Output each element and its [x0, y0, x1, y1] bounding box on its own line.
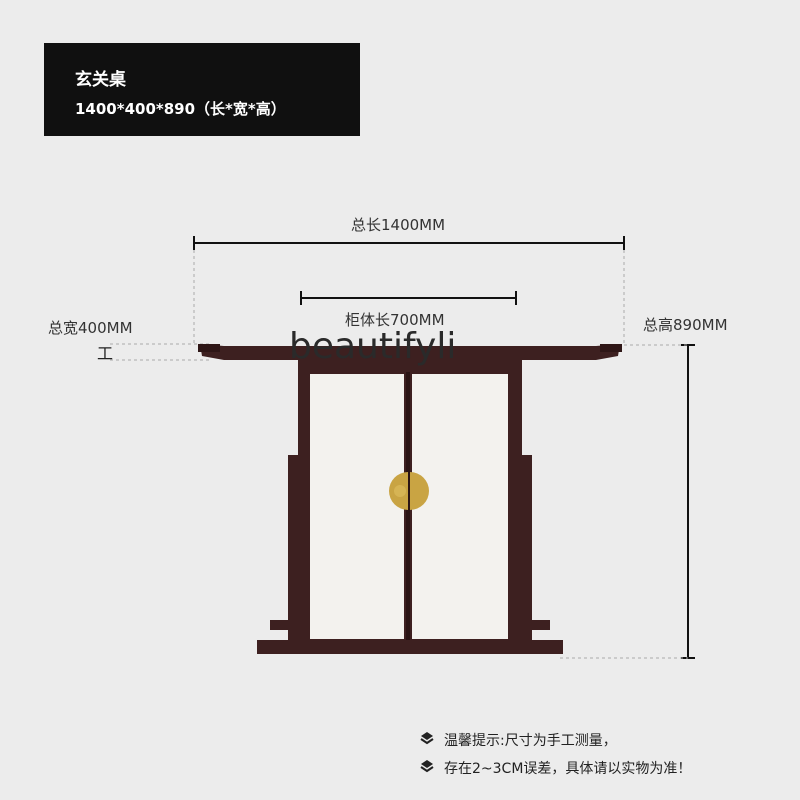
note-row-2: 存在2~3CM误差，具体请以实物为准！ — [420, 758, 691, 778]
note-row-1: 温馨提示:尺寸为手工测量， — [420, 730, 617, 750]
product-dimensions: 1400*400*890（长*宽*高） — [75, 100, 286, 118]
door-handle — [389, 472, 429, 510]
total-height-line — [560, 344, 695, 659]
right-door — [412, 374, 508, 639]
base-plinth — [257, 640, 563, 654]
total-width-guides — [110, 343, 210, 361]
total-height-label: 总高890MM — [643, 316, 728, 334]
note-text-2: 存在2~3CM误差，具体请以实物为准！ — [444, 761, 692, 777]
total-length-label: 总长1400MM — [351, 216, 446, 234]
product-title-box: 玄关桌 1400*400*890（长*宽*高） — [44, 43, 360, 136]
left-door — [310, 374, 404, 639]
cabinet-length-label: 柜体长700MM — [345, 311, 445, 329]
layers-icon — [420, 731, 434, 749]
width-glyph: 工 — [97, 344, 114, 363]
product-name: 玄关桌 — [75, 70, 126, 90]
note-text-1: 温馨提示:尺寸为手工测量， — [444, 733, 617, 749]
total-length-line — [193, 236, 625, 345]
cabinet-length-line — [300, 291, 517, 305]
watermark-text: beautifyli — [289, 326, 457, 367]
layers-icon — [420, 759, 434, 777]
total-width-label: 总宽400MM — [48, 319, 133, 337]
console-table — [198, 344, 622, 654]
